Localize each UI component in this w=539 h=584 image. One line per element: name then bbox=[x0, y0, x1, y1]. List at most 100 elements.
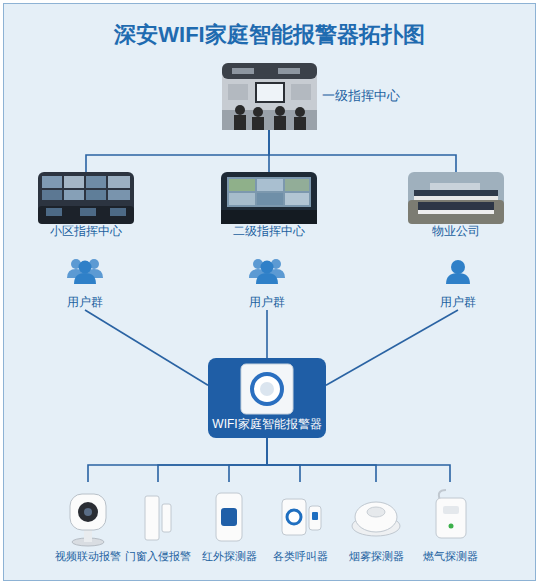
connector-line bbox=[158, 438, 267, 482]
gas-detector-icon bbox=[449, 524, 454, 529]
secondary-center-photo bbox=[221, 172, 317, 224]
alarm-device bbox=[241, 364, 293, 414]
user-group-icon bbox=[249, 259, 285, 284]
property-company-photo bbox=[414, 196, 498, 200]
secondary-center-photo bbox=[257, 193, 283, 205]
door-sensor-icon bbox=[145, 496, 171, 540]
node-label: 一级指挥中心 bbox=[322, 88, 400, 105]
device-node: 燃气探测器 bbox=[415, 482, 485, 566]
node-label: 用户群 bbox=[67, 295, 103, 310]
command-center: 二级指挥中心 bbox=[221, 172, 317, 239]
gas-detector-icon bbox=[436, 490, 466, 538]
district-center-photo bbox=[64, 176, 84, 188]
call-button-icon bbox=[282, 499, 306, 535]
district-center-photo bbox=[86, 176, 106, 188]
camera-icon bbox=[70, 494, 106, 530]
door-sensor-icon bbox=[145, 496, 159, 540]
node-label: 红外探测器 bbox=[202, 549, 257, 564]
secondary-center-photo bbox=[221, 210, 317, 224]
district-center-photo bbox=[86, 190, 106, 200]
connector-line bbox=[267, 438, 300, 482]
node-label: 烟雾探测器 bbox=[349, 549, 404, 564]
node-label: 门窗入侵报警 bbox=[125, 549, 191, 564]
property-company-photo bbox=[430, 183, 480, 190]
user-group: 用户群 bbox=[55, 257, 115, 310]
user-group-icon bbox=[446, 260, 470, 284]
secondary-center-photo bbox=[229, 179, 255, 191]
command-center-photo bbox=[295, 107, 305, 117]
command-center-photo bbox=[252, 117, 264, 130]
command-center-photo bbox=[222, 63, 317, 130]
panel bbox=[4, 4, 536, 581]
infrared-detector-icon bbox=[216, 493, 242, 541]
node-label: 用户群 bbox=[249, 295, 285, 310]
node-label: 物业公司 bbox=[432, 224, 480, 239]
property-company-photo bbox=[418, 202, 494, 210]
user-group-icon bbox=[74, 273, 96, 284]
command-center-photo bbox=[232, 68, 254, 74]
user-group-icon bbox=[271, 259, 281, 269]
smoke-detector-icon bbox=[355, 502, 397, 532]
user-group-icon bbox=[79, 261, 92, 274]
call-button-icon bbox=[309, 506, 321, 530]
infrared-detector-icon bbox=[221, 508, 237, 526]
district-center-photo bbox=[80, 208, 96, 216]
gas-detector-icon bbox=[443, 506, 459, 514]
node-label: 各类呼叫器 bbox=[273, 549, 328, 564]
device-node: 红外探测器 bbox=[194, 482, 264, 566]
command-center-photo bbox=[235, 105, 245, 115]
alarm-device bbox=[260, 382, 274, 396]
user-group-icon bbox=[85, 269, 103, 278]
command-center-photo bbox=[228, 84, 248, 100]
command-center: 一级指挥中心 bbox=[222, 63, 422, 130]
smoke-detector-icon bbox=[352, 502, 400, 536]
property-company-photo bbox=[408, 200, 504, 224]
node-label: 燃气探测器 bbox=[423, 549, 478, 564]
user-group: 用户群 bbox=[237, 257, 297, 310]
smoke-detector-icon bbox=[352, 516, 400, 536]
alarm-hub: WIFI家庭智能报警器 bbox=[208, 358, 326, 438]
call-button-icon bbox=[312, 512, 318, 520]
node-label: WIFI家庭智能报警器 bbox=[212, 416, 321, 433]
command-center-photo bbox=[222, 110, 317, 130]
camera-icon bbox=[78, 502, 98, 522]
node-label: 二级指挥中心 bbox=[233, 224, 305, 239]
property-company-photo bbox=[408, 172, 504, 224]
device-node: 视频联动报警 bbox=[53, 482, 123, 566]
secondary-center-photo bbox=[229, 193, 255, 205]
connector-line bbox=[85, 310, 208, 385]
district-center-photo bbox=[108, 190, 130, 200]
call-button-icon bbox=[287, 510, 301, 524]
camera-icon bbox=[84, 508, 92, 516]
connector-line bbox=[269, 130, 456, 172]
gas-detector-icon bbox=[436, 498, 466, 538]
connector-line bbox=[267, 438, 376, 482]
secondary-center-photo bbox=[257, 179, 283, 191]
node-label: 视频联动报警 bbox=[55, 549, 121, 564]
command-center-photo bbox=[253, 107, 263, 117]
gas-detector-icon bbox=[439, 490, 446, 500]
district-center-photo bbox=[38, 172, 134, 224]
user-group-icon bbox=[267, 269, 285, 278]
door-sensor-icon bbox=[162, 504, 171, 532]
district-center-photo bbox=[38, 172, 134, 224]
alarm-device bbox=[252, 374, 282, 404]
district-center-photo bbox=[64, 190, 84, 200]
district-center-photo bbox=[38, 206, 134, 224]
command-center-photo bbox=[274, 116, 286, 130]
command-center-photo bbox=[294, 117, 306, 130]
user-group-icon bbox=[249, 269, 267, 278]
secondary-center-photo bbox=[221, 172, 317, 224]
user-group-icon bbox=[451, 260, 465, 274]
device-node: 各类呼叫器 bbox=[265, 482, 335, 566]
user-group-icon bbox=[253, 259, 263, 269]
node-label: 用户群 bbox=[440, 295, 476, 310]
connector-line bbox=[88, 438, 267, 482]
user-group-icon bbox=[67, 269, 85, 278]
call-button-icon bbox=[282, 499, 321, 535]
district-center-photo bbox=[42, 190, 62, 200]
